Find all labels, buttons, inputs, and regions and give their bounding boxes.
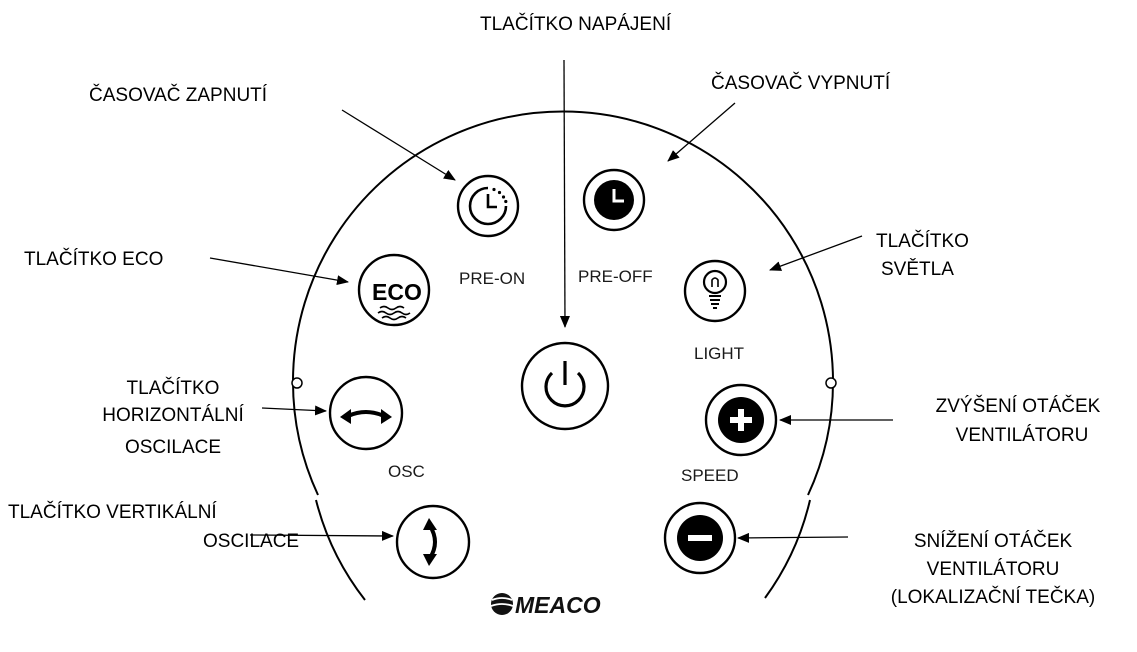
- vertical-oscillation-arrow-icon: [423, 518, 437, 566]
- callout-timer-on: ČASOVAČ ZAPNUTÍ: [89, 84, 268, 106]
- brand-name: MEACO: [515, 592, 601, 618]
- callout-speed-up-line2: VENTILÁTORU: [956, 425, 1089, 446]
- callout-speed-down-line2: VENTILÁTORU: [927, 559, 1060, 580]
- callout-timer-off: ČASOVAČ VYPNUTÍ: [711, 72, 891, 94]
- light-button[interactable]: [683, 259, 747, 323]
- vertical-oscillation-button[interactable]: [395, 504, 471, 580]
- speed-label: SPEED: [681, 466, 739, 485]
- vertical-leader: [249, 530, 394, 541]
- callout-horizontal-line3: OSCILACE: [125, 437, 221, 458]
- timer-on-leader: [341, 109, 456, 181]
- pre-off-label: PRE-OFF: [578, 267, 653, 286]
- callout-speed-up-line1: ZVÝŠENÍ OTÁČEK: [936, 395, 1101, 417]
- callout-horizontal-line1: TLAČÍTKO: [127, 377, 220, 399]
- horizontal-oscillation-button[interactable]: [328, 375, 404, 451]
- light-leader: [769, 235, 863, 271]
- speed-down-button[interactable]: [663, 501, 737, 575]
- power-leader: [559, 59, 570, 328]
- pre-off-button[interactable]: [582, 168, 646, 232]
- pre-on-label: PRE-ON: [459, 269, 525, 288]
- eco-button-text: ECO: [372, 279, 422, 305]
- pre-on-button[interactable]: [456, 174, 520, 238]
- power-icon: [544, 361, 586, 408]
- speed-down-leader: [737, 532, 849, 543]
- callout-speed-down-line1: SNÍŽENÍ OTÁČEK: [914, 530, 1073, 552]
- panel-outline: [291, 110, 837, 601]
- clock-icon: [594, 180, 634, 220]
- callout-light-line2: SVĚTLA: [881, 258, 954, 280]
- light-label: LIGHT: [694, 344, 744, 363]
- plus-icon: [718, 397, 764, 443]
- eco-button[interactable]: ECO: [357, 253, 431, 327]
- callout-power: TLAČÍTKO NAPÁJENÍ: [480, 13, 672, 35]
- power-button[interactable]: [520, 341, 610, 431]
- timer-off-leader: [667, 102, 736, 162]
- callout-speed-down-line3: (LOKALIZAČNÍ TEČKA): [891, 586, 1095, 608]
- light-bulb-icon: [702, 269, 728, 309]
- callout-vertical-line2: OSCILACE: [203, 531, 299, 552]
- minus-icon: [677, 515, 723, 561]
- speed-up-button[interactable]: [704, 383, 778, 457]
- horizontal-oscillation-arrow-icon: [340, 409, 392, 424]
- eco-leader: [209, 257, 349, 286]
- osc-label: OSC: [388, 462, 425, 481]
- meaco-logo-icon: [490, 593, 514, 615]
- callout-vertical-line1: TLAČÍTKO VERTIKÁLNÍ: [8, 501, 217, 523]
- callout-horizontal-line2: HORIZONTÁLNÍ: [102, 405, 244, 426]
- callout-eco: TLAČÍTKO ECO: [24, 248, 163, 270]
- right-locating-notch: [825, 377, 837, 389]
- eco-waves-icon: [377, 305, 411, 321]
- left-locating-notch: [291, 377, 303, 389]
- horizontal-leader: [261, 405, 327, 416]
- callout-light-line1: TLAČÍTKO: [876, 230, 969, 252]
- timer-dotted-clock-icon: [468, 186, 508, 226]
